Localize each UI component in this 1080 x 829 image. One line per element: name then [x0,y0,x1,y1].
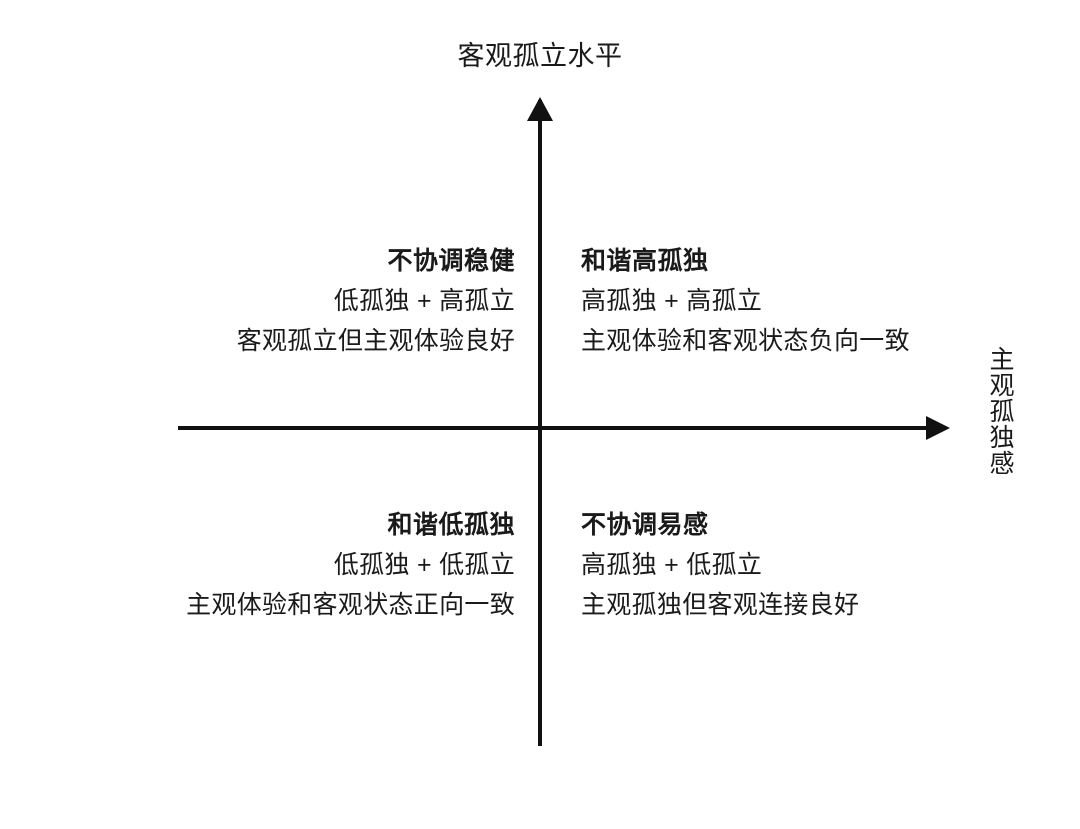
quadrant-bottom-right-title: 不协调易感 [581,511,709,539]
quadrant-top-right-formula: 高孤独 + 高孤立 [581,287,763,315]
quadrant-top-right-description: 主观体验和客观状态负向一致 [581,327,910,355]
vertical-axis-line [538,100,542,746]
axis-title-top-text: 客观孤立水平 [457,41,623,71]
quadrant-bottom-left-title: 和谐低孤独 [387,511,515,539]
horizontal-axis-arrow-icon [926,416,950,440]
quadrant-top-right: 和谐高孤独 高孤独 + 高孤立 主观体验和客观状态负向一致 [581,241,910,361]
horizontal-axis-line [178,426,930,430]
quadrant-bottom-left-formula: 低孤独 + 低孤立 [333,551,515,579]
quadrant-bottom-left: 和谐低孤独 低孤独 + 低孤立 主观体验和客观状态正向一致 [186,505,515,625]
quadrant-bottom-left-description: 主观体验和客观状态正向一致 [186,591,515,619]
quadrant-bottom-right: 不协调易感 高孤独 + 低孤立 主观孤独但客观连接良好 [581,505,859,625]
axis-title-right: 主观孤独感 [986,346,1014,476]
vertical-axis-arrow-icon [527,97,553,121]
axis-title-top: 客观孤立水平 [0,40,1080,72]
quadrant-top-left-title: 不协调稳健 [387,247,515,275]
quadrant-top-right-title: 和谐高孤独 [581,247,709,275]
quadrant-top-left-formula: 低孤独 + 高孤立 [333,287,515,315]
quadrant-top-left-description: 客观孤立但主观体验良好 [236,327,515,355]
quadrant-top-left: 不协调稳健 低孤独 + 高孤立 客观孤立但主观体验良好 [237,241,515,361]
quadrant-bottom-right-description: 主观孤独但客观连接良好 [581,591,860,619]
quadrant-bottom-right-formula: 高孤独 + 低孤立 [581,551,763,579]
